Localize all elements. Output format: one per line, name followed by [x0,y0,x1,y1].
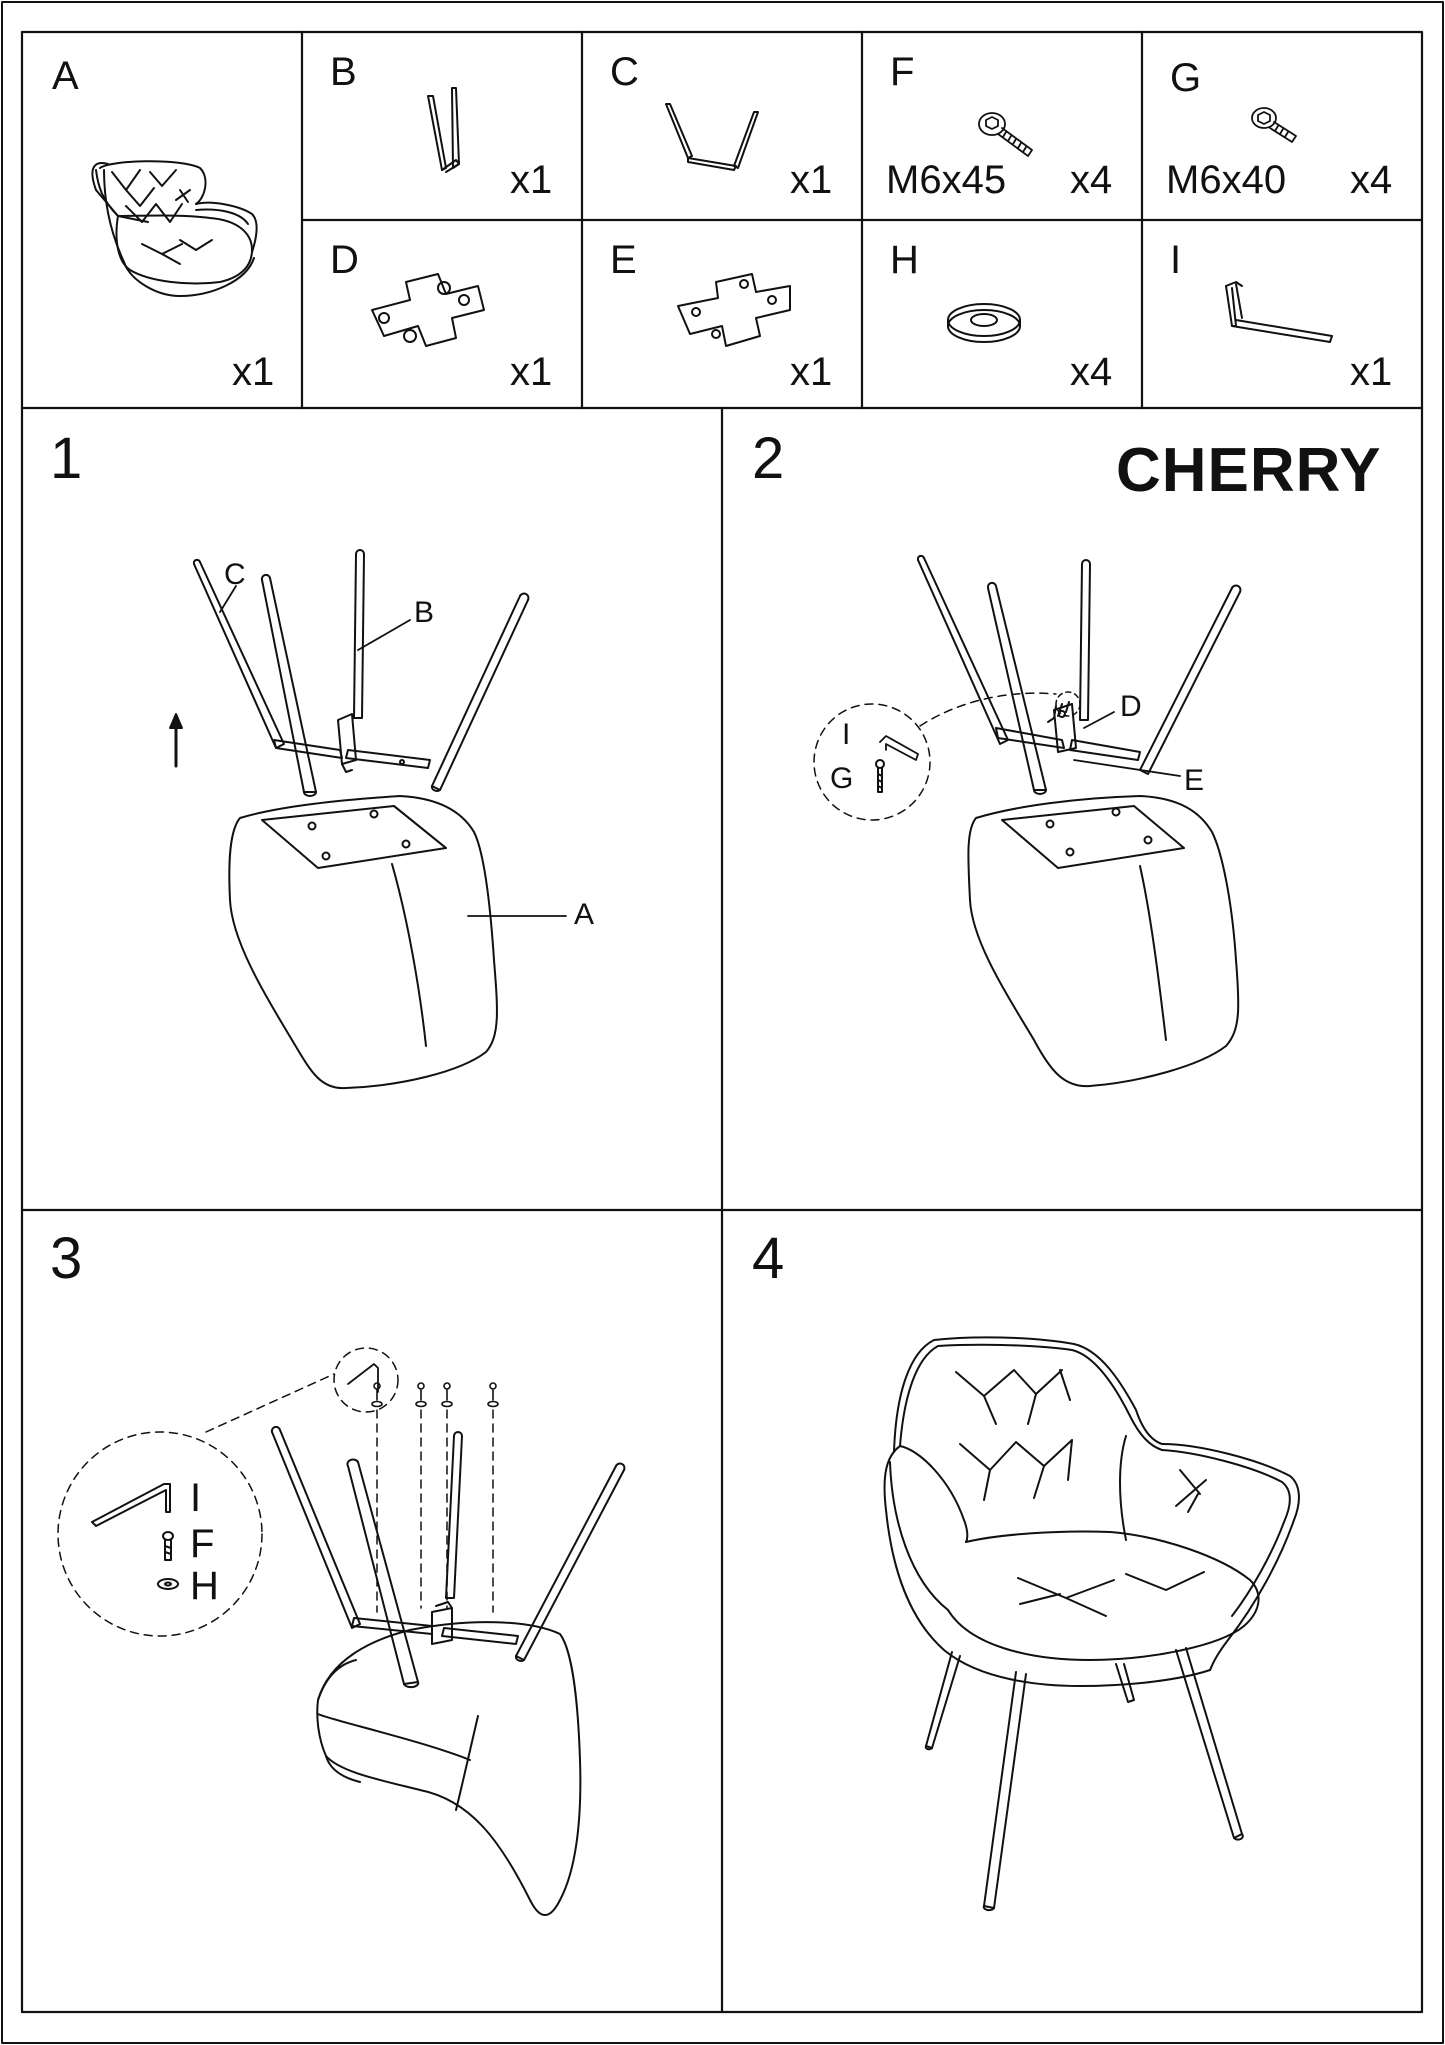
step-1-number: 1 [50,426,83,491]
step-1-callout-b: B [414,596,435,629]
step-2-callout-i: I [842,718,851,751]
part-d-plate-illustration [371,273,485,347]
part-d-letter: D [330,238,359,282]
step-1-illustration [169,549,567,1090]
part-i-allen-key-illustration [1225,281,1333,343]
step-2-callout-g: G [830,762,854,795]
part-b-qty: x1 [510,158,553,202]
part-e-qty: x1 [790,350,833,394]
step-3-number: 3 [50,1226,83,1291]
step-2-callout-d: D [1120,690,1142,723]
part-g-qty: x4 [1350,158,1393,202]
part-i-letter: I [1170,238,1182,282]
part-d-qty: x1 [510,350,553,394]
part-a-letter: A [52,54,79,98]
part-a-qty: x1 [232,350,275,394]
part-g-screw-illustration [1251,107,1297,143]
part-f-screw-illustration [978,112,1033,157]
part-h-qty: x4 [1070,350,1113,394]
step-3-callout-f: F [190,1522,215,1566]
part-a-chair-illustration [91,160,258,297]
part-h-washer-illustration [947,303,1021,343]
part-f-qty: x4 [1070,158,1113,202]
step-2-callout-e: E [1184,764,1205,797]
product-title: CHERRY [1116,436,1382,505]
step-1-callout-a: A [574,898,595,931]
step-4-illustration [883,1336,1300,1912]
part-c-letter: C [610,50,639,94]
step-1-callout-c: C [224,558,246,591]
part-h-letter: H [890,238,919,282]
part-f-size: M6x45 [886,158,1007,202]
step-3-callout-i: I [190,1476,202,1520]
grid-lines [20,30,1424,2014]
step-3-callout-h: H [190,1564,219,1608]
part-c-leg-illustration [665,103,759,171]
part-e-letter: E [610,238,637,282]
part-i-qty: x1 [1350,350,1393,394]
step-2-illustration [813,554,1242,1088]
step-3-illustration [57,1347,626,1916]
part-b-leg-illustration [427,87,460,173]
step-4-number: 4 [752,1226,785,1291]
part-b-letter: B [330,50,357,94]
part-g-letter: G [1170,56,1202,100]
part-g-size: M6x40 [1166,158,1287,202]
part-f-letter: F [890,50,915,94]
part-c-qty: x1 [790,158,833,202]
part-e-plate-illustration [677,273,791,347]
step-2-number: 2 [752,426,785,491]
